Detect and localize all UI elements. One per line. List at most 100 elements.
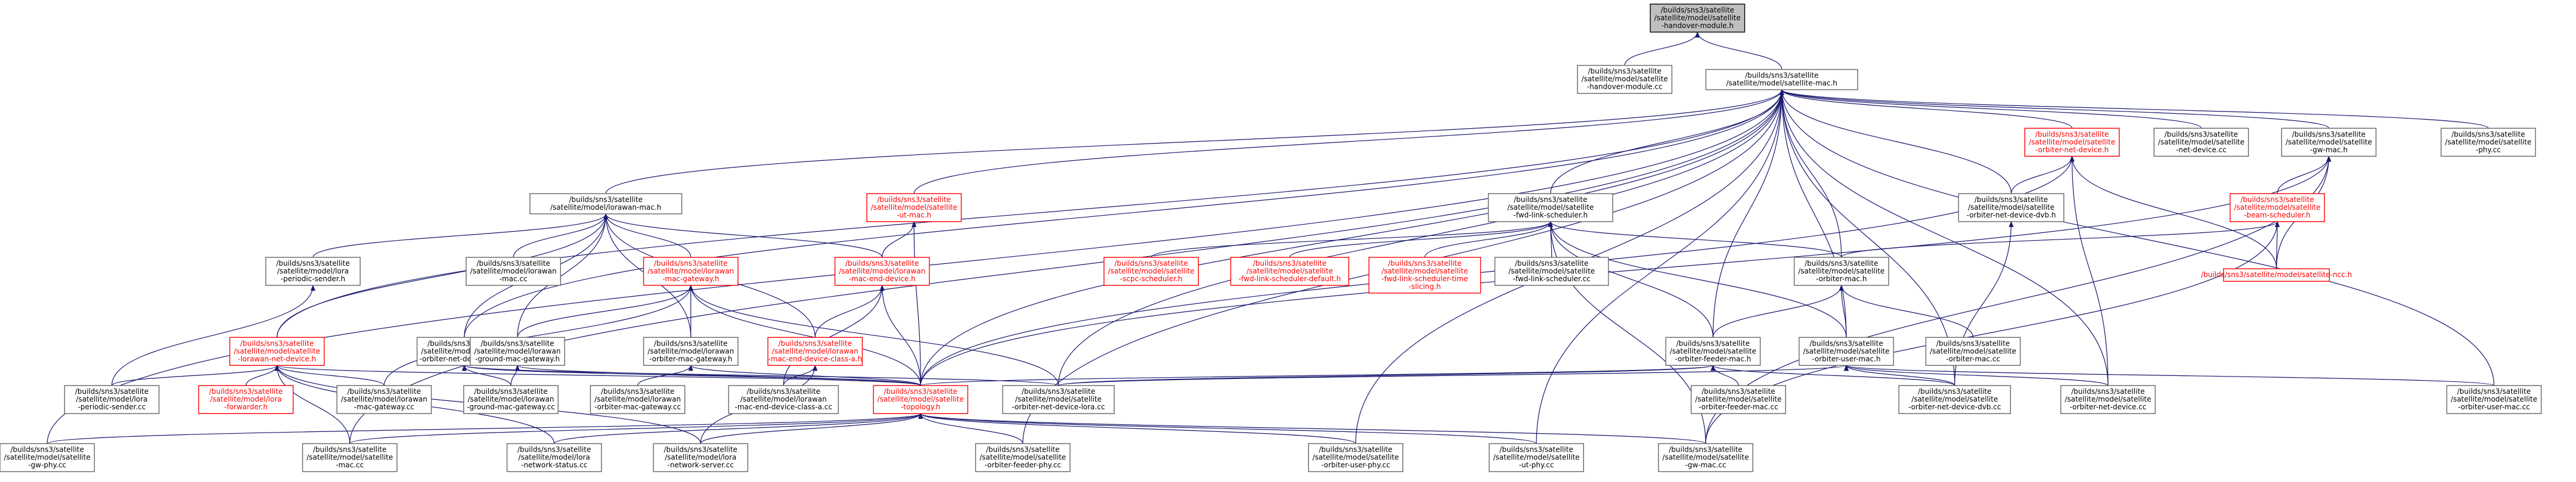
node-fwd-slicing-h[interactable]: /builds/sns3/satellite/satellite/model/s… bbox=[1368, 257, 1481, 294]
node-ground-gw-h[interactable]: /builds/sns3/satellite/satellite/model/l… bbox=[470, 337, 565, 366]
node-orbiter-net-device-h[interactable]: /builds/sns3/satellite/satellite/model/s… bbox=[2024, 128, 2120, 157]
node-mac-cc[interactable]: /builds/sns3/satellite/satellite/model/s… bbox=[302, 443, 398, 472]
node-feeder-mac-h[interactable]: /builds/sns3/satellite/satellite/model/s… bbox=[1665, 337, 1761, 366]
edge-orbiter-net-device-h-to-onet-dvb-h bbox=[2011, 156, 2075, 194]
node-feeder-phy-cc[interactable]: /builds/sns3/satellite/satellite/model/s… bbox=[975, 443, 1071, 472]
edge-lorawan-mac-gw-h-to-ground-gw-h bbox=[517, 284, 693, 338]
node-beam-sched-h[interactable]: /builds/sns3/satellite/satellite/model/s… bbox=[2230, 193, 2325, 222]
node-label-line: -beam-scheduler.h bbox=[2244, 211, 2311, 219]
edge-mac-h-to-ut-phy-cc bbox=[1536, 89, 1784, 444]
node-box bbox=[506, 443, 602, 472]
node-box bbox=[728, 385, 839, 414]
node-label-line: /builds/sns3/satellite bbox=[1514, 195, 1587, 204]
node-box bbox=[2153, 128, 2249, 157]
node-orbiter-gw-cc[interactable]: /builds/sns3/satellite/satellite/model/l… bbox=[590, 385, 686, 414]
node-label-line: -periodic-sender.cc bbox=[78, 403, 146, 411]
edge-user-mac-h-to-user-mac-cc bbox=[1844, 365, 2495, 386]
node-handover-cc[interactable]: /builds/sns3/satellite/satellite/model/s… bbox=[1577, 64, 1673, 94]
node-gw-mac-cc[interactable]: /builds/sns3/satellite/satellite/model/s… bbox=[1658, 443, 1753, 472]
edge-topology-h-to-network-server-cc bbox=[700, 413, 923, 444]
node-label-line: /satellite/model/satellite bbox=[1312, 453, 1399, 462]
edge-fwd-sched-h-to-scpc-sched-h bbox=[1151, 220, 1553, 258]
node-label-line: /satellite/model/satellite bbox=[2286, 138, 2372, 146]
node-label-line: /builds/sns3/satellite bbox=[1676, 339, 1750, 347]
node-label-line: /builds/sns3/satellite bbox=[2240, 195, 2314, 204]
node-lorawan-mac-cc[interactable]: /builds/sns3/satellite/satellite/model/l… bbox=[466, 257, 561, 286]
node-onet-lora-cc[interactable]: /builds/sns3/satellite/satellite/model/s… bbox=[1002, 385, 1115, 414]
node-forwarder-h[interactable]: /builds/sns3/satellite/satellite/model/l… bbox=[198, 385, 294, 414]
node-phy-cc[interactable]: /builds/sns3/satellite/satellite/model/s… bbox=[2440, 128, 2536, 157]
edge-user-mac-h-to-onet-lora-cc bbox=[1058, 365, 1849, 386]
node-network-server-cc[interactable]: /builds/sns3/satellite/satellite/model/l… bbox=[653, 443, 749, 472]
node-geo-mac-h[interactable]: /builds/sns3/satellite/satellite/model/s… bbox=[2281, 128, 2377, 157]
edge-ground-gw-h-to-topology-h bbox=[515, 365, 921, 386]
node-label-line: /builds/sns3/satellite bbox=[2035, 130, 2109, 138]
node-user-mac-cc[interactable]: /builds/sns3/satellite/satellite/model/s… bbox=[2446, 385, 2542, 414]
edge-orbiter-mac-h-to-feeder-mac-h bbox=[1712, 284, 1844, 338]
node-feeder-mac-cc[interactable]: /builds/sns3/satellite/satellite/model/s… bbox=[1691, 385, 1786, 414]
node-lorawan-net-device-h[interactable]: /builds/sns3/satellite/satellite/model/s… bbox=[229, 337, 325, 366]
node-periodic-sender-cc[interactable]: /builds/sns3/satellite/satellite/model/l… bbox=[64, 385, 160, 414]
node-label-line: -fwd-link-scheduler.h bbox=[1514, 211, 1588, 219]
edge-orbiter-mac-h-to-user-mac-h bbox=[1839, 284, 1847, 338]
node-box bbox=[1494, 257, 1609, 286]
node-label-line: /satellite/model/lorawan bbox=[467, 395, 554, 403]
node-label-line: /satellite/model/satellite bbox=[1654, 14, 1741, 22]
node-network-status-cc[interactable]: /builds/sns3/satellite/satellite/model/l… bbox=[506, 443, 602, 472]
node-class-a-h[interactable]: /builds/sns3/satellite/satellite/model/l… bbox=[767, 337, 863, 366]
node-scpc-sched-h[interactable]: /builds/sns3/satellite/satellite/model/s… bbox=[1103, 257, 1199, 286]
node-label-line: /builds/sns3/satellite bbox=[1253, 259, 1326, 268]
node-ut-mac-h[interactable]: /builds/sns3/satellite/satellite/model/s… bbox=[866, 193, 962, 222]
node-mac-h[interactable]: /builds/sns3/satellite/satellite/model/s… bbox=[1705, 69, 1858, 91]
node-periodic-sender-h[interactable]: /builds/sns3/satellite/satellite/model/l… bbox=[265, 257, 361, 286]
node-label-line: -orbiter-feeder-mac.cc bbox=[1698, 403, 1778, 411]
edge-lorawan-mac-gw-h-to-topology-h bbox=[688, 284, 921, 386]
node-box bbox=[229, 337, 325, 366]
node-ground-gw-cc[interactable]: /builds/sns3/satellite/satellite/model/l… bbox=[463, 385, 559, 414]
edge-fwd-sched-h-to-fwd-default-h bbox=[1289, 220, 1553, 258]
node-box bbox=[975, 443, 1071, 472]
edge-feeder-mac-h-to-onet-lora-cc bbox=[1058, 365, 1715, 386]
edge-lorawan-net-device-h-to-mac-cc bbox=[274, 365, 351, 444]
node-box bbox=[1658, 443, 1753, 472]
edge-mac-h-to-orbiter-mac-h bbox=[1779, 89, 1842, 257]
node-fwd-sched-h[interactable]: /builds/sns3/satellite/satellite/model/s… bbox=[1487, 193, 1613, 222]
node-orbiter-mac-cc[interactable]: /builds/sns3/satellite/satellite/model/s… bbox=[1925, 337, 2021, 366]
node-lorawan-mac-h[interactable]: /builds/sns3/satellite/satellite/model/l… bbox=[529, 193, 683, 214]
node-label-line: -gw-phy.cc bbox=[28, 461, 66, 469]
node-lorawan-mac-gw-cc[interactable]: /builds/sns3/satellite/satellite/model/l… bbox=[336, 385, 432, 414]
node-lorawan-mac-end-h[interactable]: /builds/sns3/satellite/satellite/model/l… bbox=[834, 257, 930, 286]
node-box bbox=[643, 337, 739, 366]
node-orbiter-mac-h[interactable]: /builds/sns3/satellite/satellite/model/s… bbox=[1793, 257, 1889, 286]
node-label-line: /satellite/model/satellite bbox=[1968, 203, 2054, 212]
node-box bbox=[265, 257, 361, 286]
node-box bbox=[1691, 385, 1786, 414]
node-class-a-cc[interactable]: /builds/sns3/satellite/satellite/model/l… bbox=[728, 385, 839, 414]
node-label-line: /builds/sns3/satellite bbox=[1661, 6, 1734, 14]
node-onet-dvb-h[interactable]: /builds/sns3/satellite/satellite/model/s… bbox=[1958, 193, 2064, 222]
node-ut-phy-cc[interactable]: /builds/sns3/satellite/satellite/model/s… bbox=[1489, 443, 1585, 472]
node-topology-h[interactable]: /builds/sns3/satellite/satellite/model/s… bbox=[873, 385, 969, 414]
node-lorawan-mac-gw-h[interactable]: /builds/sns3/satellite/satellite/model/l… bbox=[643, 257, 739, 286]
node-label-line: /satellite/model/satellite bbox=[1803, 347, 1889, 355]
node-fwd-default-h[interactable]: /builds/sns3/satellite/satellite/model/s… bbox=[1230, 257, 1350, 286]
node-handover[interactable]: /builds/sns3/satellite/satellite/model/s… bbox=[1650, 4, 1746, 33]
node-label-line: /builds/sns3/satellite bbox=[1805, 259, 1878, 268]
node-fwd-sched-cc[interactable]: /builds/sns3/satellite/satellite/model/s… bbox=[1494, 257, 1609, 286]
node-orbiter-gw-h[interactable]: /builds/sns3/satellite/satellite/model/l… bbox=[643, 337, 739, 366]
node-label-line: -orbiter-mac.cc bbox=[1946, 354, 2000, 363]
node-user-phy-cc[interactable]: /builds/sns3/satellite/satellite/model/s… bbox=[1308, 443, 1403, 472]
node-user-mac-h[interactable]: /builds/sns3/satellite/satellite/model/s… bbox=[1799, 337, 1894, 366]
node-net-device-cc[interactable]: /builds/sns3/satellite/satellite/model/s… bbox=[2153, 128, 2249, 157]
node-label-line: /builds/sns3/satellite bbox=[75, 387, 148, 396]
node-ncc-h[interactable]: /builds/sns3/satellite/model/satellite-n… bbox=[2201, 268, 2352, 282]
node-gw-phy-cc[interactable]: /builds/sns3/satellite/satellite/model/s… bbox=[0, 443, 95, 472]
node-onet-cc[interactable]: /builds/sns3/satellite/satellite/model/s… bbox=[2060, 385, 2156, 414]
node-onet-dvb-cc[interactable]: /builds/sns3/satellite/satellite/model/s… bbox=[1898, 385, 2011, 414]
node-label-line: -orbiter-mac.h bbox=[1816, 275, 1867, 283]
edge-mac-h-to-onet-lora-cc bbox=[1058, 89, 1784, 386]
node-label-line: /builds/sns3/satellite bbox=[2451, 130, 2525, 138]
edge-lorawan-net-device-h-to-lorawan-mac-gw-cc bbox=[274, 365, 385, 386]
node-label-line: /satellite/model/satellite bbox=[1663, 453, 1749, 462]
node-label-line: /satellite/model/satellite bbox=[979, 453, 1066, 462]
